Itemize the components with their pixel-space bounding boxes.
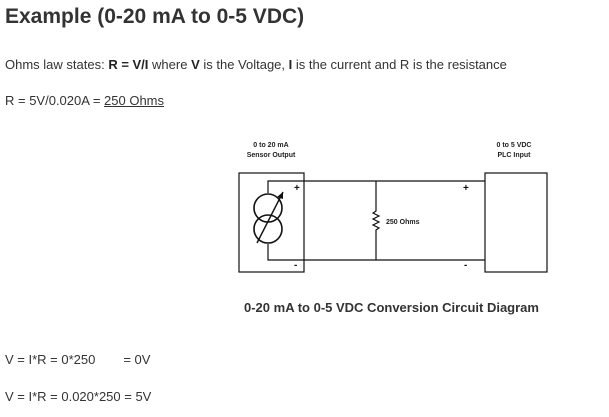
plc-box	[484, 172, 548, 273]
sensor-box	[238, 172, 305, 273]
high-voltage-example: V = I*R = 0.020*250 = 5V	[5, 389, 152, 404]
sensor-minus-sign: -	[294, 260, 297, 271]
sensor-label-range: 0 to 20 mA	[253, 142, 288, 149]
current-symbol: I	[288, 57, 293, 72]
diagram-caption: 0-20 mA to 0-5 VDC Conversion Circuit Di…	[244, 300, 539, 315]
circuit-diagram: 0 to 20 mA Sensor Output 0 to 5 VDC PLC …	[238, 142, 548, 273]
voltage-description: is the Voltage,	[199, 57, 289, 72]
low-voltage-example: V = I*R = 0*250 = 0V	[5, 352, 150, 368]
plc-minus-sign: -	[464, 260, 467, 271]
resistor-label: 250 Ohms	[386, 219, 420, 226]
plc-label-range: 0 to 5 VDC	[496, 142, 531, 149]
current-description: is the current and R is the resistance	[292, 57, 507, 72]
ohms-law-statement: Ohms law states: R = V/I where V is the …	[5, 57, 507, 73]
ohms-law-formula: R = V/I	[108, 57, 149, 72]
plc-label-input: PLC Input	[497, 152, 531, 159]
ohms-law-intro: Ohms law states:	[5, 57, 109, 72]
low-voltage-result: = 0V	[123, 352, 151, 367]
resistor-icon	[371, 181, 381, 260]
resistance-expression: R = 5V/0.020A =	[5, 93, 105, 108]
current-source-icon	[253, 191, 284, 244]
ohms-law-where: where	[148, 57, 192, 72]
page-title: Example (0-20 mA to 0-5 VDC)	[5, 5, 305, 28]
plc-plus-sign: +	[463, 183, 469, 194]
sensor-label-output: Sensor Output	[247, 152, 296, 159]
low-voltage-expression: V = I*R = 0*250	[5, 352, 96, 367]
voltage-symbol: V	[191, 57, 200, 72]
resistance-calculation: R = 5V/0.020A = 250 Ohms	[5, 93, 164, 109]
sensor-plus-sign: +	[294, 183, 300, 194]
sensor-inner-wiring	[267, 180, 304, 261]
resistance-result: 250 Ohms	[104, 93, 165, 108]
